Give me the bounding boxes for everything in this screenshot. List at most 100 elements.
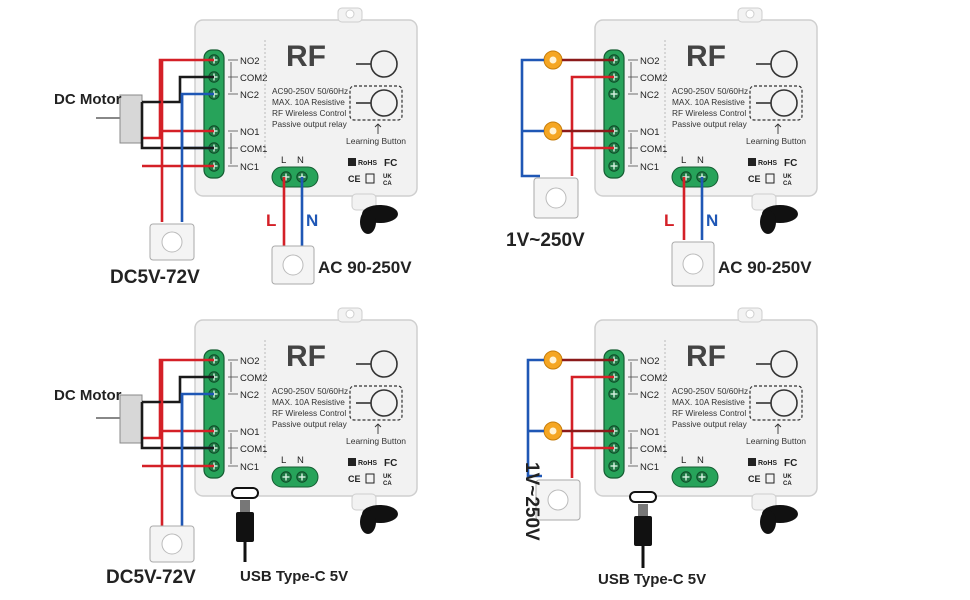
output-terminal-block	[203, 349, 225, 479]
learning-button-label: Learning Button	[346, 436, 406, 446]
rf-title: RF	[686, 340, 726, 373]
spec-line: MAX. 10A Resistive	[672, 397, 745, 407]
wires	[140, 58, 304, 246]
ukca-mark: CA	[783, 481, 792, 487]
usb-c-cable-icon	[231, 487, 259, 562]
terminal-nc1: NC1	[640, 462, 659, 473]
spec-line: Passive output relay	[272, 419, 348, 429]
terminal-no2: NO2	[240, 56, 260, 67]
terminal-com2: COM2	[240, 373, 267, 384]
output-terminal-block	[603, 349, 625, 479]
ce-mark: CE	[748, 174, 761, 184]
wire-label-l: L	[664, 211, 674, 230]
load-label: DC Motor	[54, 387, 122, 404]
terminal-com1: COM1	[640, 444, 667, 455]
spec-line: MAX. 10A Resistive	[272, 97, 345, 107]
relay-switch-lines	[628, 59, 638, 167]
terminal-nc2: NC2	[640, 90, 659, 101]
lamp-icon	[543, 350, 563, 370]
spec-line: RF Wireless Control	[672, 108, 746, 118]
cable-grommet	[760, 505, 798, 534]
relay-switch-lines	[628, 359, 638, 467]
terminal-no1: NO1	[640, 127, 660, 138]
terminal-nc2: NC2	[240, 390, 259, 401]
ln-label-n: N	[297, 155, 304, 166]
power-socket	[149, 525, 195, 563]
terminal-labels: NO2 COM2 NC2 NO1 COM1 NC1	[240, 356, 267, 473]
ln-label-l: L	[281, 155, 286, 166]
spec-line: Passive output relay	[672, 419, 748, 429]
certification-marks: RoHS FC CE UK CA	[348, 458, 397, 487]
mains-label: AC 90-250V	[318, 258, 412, 277]
terminal-nc1: NC1	[240, 462, 259, 473]
learning-button-icon	[349, 50, 403, 134]
supply-label: 1V~250V	[521, 462, 542, 541]
terminal-nc2: NC2	[240, 90, 259, 101]
terminal-nc2: NC2	[640, 390, 659, 401]
load-label: DC Motor	[54, 91, 122, 108]
ukca-mark: CA	[783, 181, 792, 187]
power-socket	[535, 479, 581, 521]
ukca-mark: UK	[383, 474, 392, 480]
spec-line: AC90-250V 50/60Hz	[672, 386, 748, 396]
learning-button-icon	[749, 50, 803, 134]
ukca-mark: UK	[383, 174, 392, 180]
spec-line: RF Wireless Control	[272, 408, 346, 418]
supply-label: DC5V-72V	[106, 567, 196, 588]
ukca-mark: CA	[383, 481, 392, 487]
cable-grommet	[360, 205, 398, 234]
rohs-mark: RoHS	[758, 160, 777, 167]
rohs-mark: RoHS	[358, 460, 377, 467]
power-input-terminal: L N	[271, 455, 319, 488]
terminal-com1: COM1	[640, 144, 667, 155]
usb-label: USB Type-C 5V	[240, 568, 348, 585]
ukca-mark: UK	[783, 174, 792, 180]
mains-label: AC 90-250V	[718, 258, 812, 277]
fc-mark: FC	[784, 458, 797, 469]
learning-button-label: Learning Button	[346, 136, 406, 146]
spec-line: AC90-250V 50/60Hz	[672, 86, 748, 96]
ukca-mark: UK	[783, 474, 792, 480]
power-socket	[533, 177, 579, 219]
certification-marks: RoHS FC CE UK CA	[348, 158, 397, 187]
lamp-icon	[543, 50, 563, 70]
usb-label: USB Type-C 5V	[598, 571, 706, 588]
terminal-no1: NO1	[640, 427, 660, 438]
rf-title: RF	[286, 340, 326, 373]
wires	[140, 358, 214, 526]
wire-label-n: N	[306, 211, 318, 230]
terminal-labels: NO2 COM2 NC2 NO1 COM1 NC1	[240, 56, 267, 173]
terminal-no2: NO2	[640, 56, 660, 67]
rf-title: RF	[286, 40, 326, 73]
lamp-icon	[543, 121, 563, 141]
ukca-mark: CA	[383, 181, 392, 187]
rohs-mark: RoHS	[758, 460, 777, 467]
output-terminal-block	[203, 49, 225, 179]
terminal-nc1: NC1	[640, 162, 659, 173]
spec-line: RF Wireless Control	[272, 108, 346, 118]
output-terminal-block	[603, 49, 625, 179]
ln-label-n: N	[697, 455, 704, 466]
relay-switch-lines	[228, 59, 238, 167]
terminal-labels: NO2 COM2 NC2 NO1 COM1 NC1	[640, 56, 667, 173]
learning-button-label: Learning Button	[746, 436, 806, 446]
cable-grommet	[360, 505, 398, 534]
relay-switch-lines	[228, 359, 238, 467]
fc-mark: FC	[384, 158, 397, 169]
mains-socket	[671, 241, 715, 287]
panel-lamp-ac: NO2 COM2 NC2 NO1 COM1 NC1 RF AC90-250V 5…	[506, 7, 818, 287]
wires	[526, 358, 614, 478]
rf-title: RF	[686, 40, 726, 73]
spec-line: MAX. 10A Resistive	[672, 97, 745, 107]
wires	[520, 58, 704, 240]
rohs-mark: RoHS	[358, 160, 377, 167]
supply-label: 1V~250V	[506, 230, 585, 251]
certification-marks: RoHS FC CE UK CA	[748, 158, 797, 187]
terminal-no2: NO2	[640, 356, 660, 367]
terminal-com1: COM1	[240, 144, 267, 155]
wire-label-n: N	[706, 211, 718, 230]
spec-text: AC90-250V 50/60Hz MAX. 10A Resistive RF …	[672, 86, 748, 129]
terminal-labels: NO2 COM2 NC2 NO1 COM1 NC1	[640, 356, 667, 473]
terminal-no1: NO1	[240, 127, 260, 138]
